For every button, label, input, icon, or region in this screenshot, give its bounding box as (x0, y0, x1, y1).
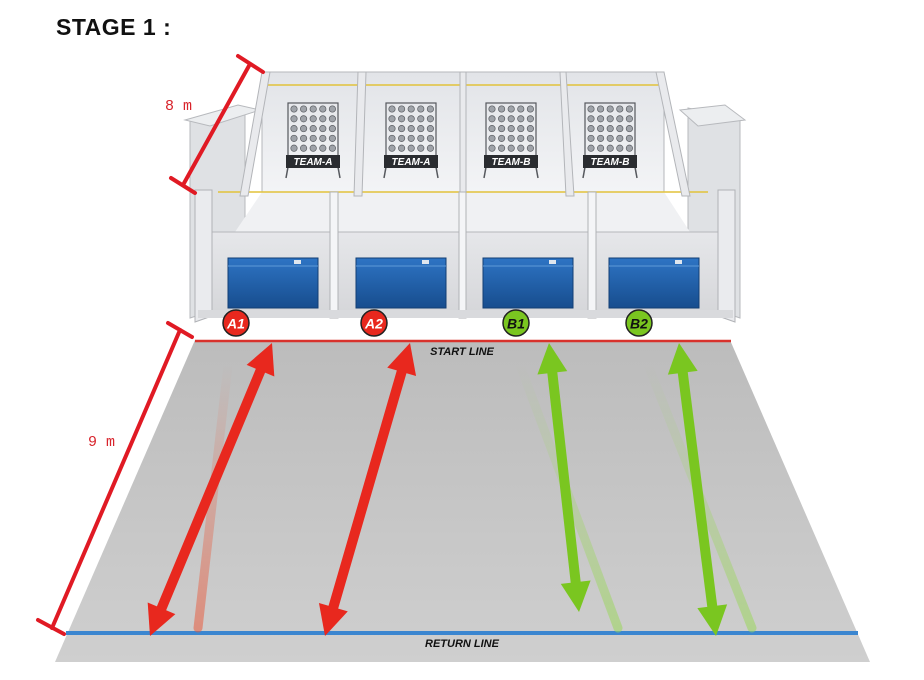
start-line-label: START LINE (430, 346, 494, 358)
display-rack (582, 102, 638, 179)
team-sign-label: TEAM-B (492, 157, 531, 168)
player-marker-label: B1 (507, 316, 525, 332)
movement-arrow (537, 343, 591, 612)
player-marker-a2: A2 (360, 309, 388, 337)
outer-right-wing (678, 104, 747, 127)
player-marker-b1: B1 (502, 309, 530, 337)
team-sign-label: TEAM-B (591, 157, 630, 168)
stage-title: STAGE 1 : (56, 14, 172, 40)
player-marker-label: B2 (630, 316, 648, 332)
booths: TEAM-A TEAM-A TEAM-B TEAM-B A1 A2 B1 B2 (147, 102, 757, 636)
dimension-8m (169, 54, 265, 195)
lower-right-wall (717, 189, 736, 323)
team-sign (286, 155, 340, 168)
blue-box (355, 257, 447, 309)
player-marker-label: A1 (226, 316, 245, 332)
return-line-label: RETURN LINE (425, 638, 500, 650)
team-sign (484, 155, 538, 168)
player-marker-label: A2 (364, 316, 383, 332)
base-strip (198, 310, 733, 318)
blue-box (608, 257, 700, 309)
dimension-9m-label: 9 m (88, 434, 115, 451)
team-sign-label: TEAM-A (392, 157, 431, 168)
movement-arrow (147, 343, 275, 636)
dimension-8m-label: 8 m (165, 98, 192, 115)
blue-box (482, 257, 574, 309)
team-sign (583, 155, 637, 168)
dimension-9m (36, 321, 194, 636)
player-marker-a1: A1 (222, 309, 250, 337)
movement-arrow (667, 343, 728, 636)
team-sign (384, 155, 438, 168)
upper-partitions (239, 71, 691, 197)
movement-arrow (318, 343, 417, 636)
team-sign-label: TEAM-A (294, 157, 333, 168)
player-marker-b2: B2 (625, 309, 653, 337)
lower-left-wall (194, 189, 213, 323)
blue-box (227, 257, 319, 309)
